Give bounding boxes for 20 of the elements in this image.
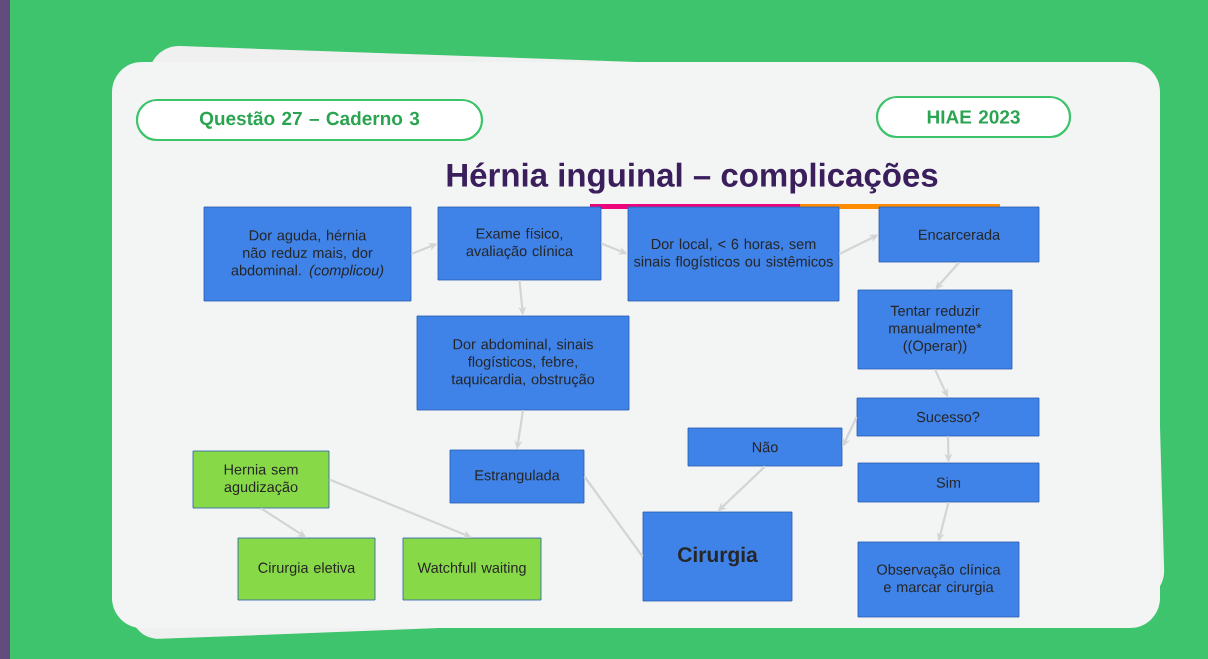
process-box: Não (687, 427, 843, 467)
process-box: Exame físico, avaliação clínica (437, 206, 602, 281)
process-box: Tentar reduzir manualmente* ((Operar)) (857, 289, 1013, 370)
process-box: Dor aguda, hérnia não reduz mais, dor abdominal. (complicou) (203, 206, 412, 302)
process-box: Cirurgia (642, 511, 793, 602)
process-box: Observação clínica e marcar cirurgia (857, 541, 1020, 618)
process-box: Dor local, < 6 horas, sem sinais flogísticos ou sistêmicos (627, 206, 840, 302)
arrow (842, 416, 858, 447)
header-pill: HIAE 2023 (875, 95, 1072, 139)
header-pill: Questão 27 – Caderno 3 (135, 98, 484, 142)
process-box: Sim (857, 462, 1040, 503)
process-box: Encarcerada (878, 206, 1040, 263)
process-box: Sucesso? (856, 397, 1040, 437)
title: Hérnia inguinal – complicações (447, 162, 938, 194)
process-box: Estrangulada (449, 449, 585, 504)
process-box: Cirurgia eletiva (237, 537, 376, 601)
arrow (329, 478, 472, 538)
process-box: Watchfull waiting (402, 537, 542, 601)
process-box: Dor abdominal, sinais flogísticos, febre, taquicardia, obstrução (416, 315, 630, 411)
process-box: Hernia sem agudização (192, 450, 330, 509)
